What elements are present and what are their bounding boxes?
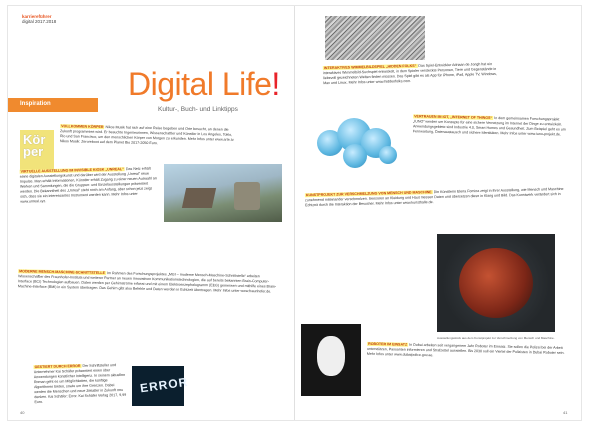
article-roboter: Roboter im Einsatz In Dubai arbeiten sei… bbox=[367, 341, 571, 361]
right-page: Interaktives Wimmelbildspiel „Hidden Fol… bbox=[295, 6, 581, 420]
article-mgi-body: Im Rahmen des Forschungsprojektes „MGI –… bbox=[17, 271, 277, 294]
article-koerper: Vollkommen Körper Nikos Musik hat sich a… bbox=[60, 124, 236, 148]
hidden-folks-image bbox=[325, 16, 425, 60]
section-bar bbox=[8, 98, 98, 112]
page-subtitle: Kultur-, Buch- und Linktipps bbox=[158, 106, 238, 113]
bubble-5 bbox=[379, 146, 397, 164]
koerper-image-text: Kör per bbox=[23, 132, 46, 159]
art-installation-caption: Ausstellungsstück aus dem Kunstprojekt z… bbox=[437, 336, 555, 340]
article-kunstprojekt: Kunstprojekt zur Verschmelzung von Mensc… bbox=[304, 186, 571, 208]
article-mgi: Moderne Mensch-Maschine-Schnittstelle Im… bbox=[18, 269, 280, 294]
page-fold bbox=[294, 6, 295, 420]
article-hidden-folks: Interaktives Wimmelbildspiel „Hidden Fol… bbox=[322, 62, 499, 86]
section-label: Inspiration bbox=[20, 101, 51, 107]
magazine-header: karriereführer digital 2017.2018 bbox=[22, 14, 56, 25]
article-iot: Vertrauen im IoT, „Internet of Things“ I… bbox=[413, 114, 571, 137]
iot-bubbles-image bbox=[315, 116, 403, 172]
error-book-image: ERROR bbox=[132, 366, 189, 406]
magazine-issue: digital 2017.2018 bbox=[22, 19, 57, 25]
art-installation-image bbox=[437, 234, 555, 332]
page-title-text: Digital Life bbox=[128, 66, 272, 102]
article-roboter-headline: Roboter im Einsatz bbox=[367, 341, 409, 347]
magazine-spread: karriereführer digital 2017.2018 Inspira… bbox=[8, 6, 581, 420]
page-number-right: 41 bbox=[563, 410, 568, 415]
robot-mask-image bbox=[301, 324, 361, 396]
article-error-body: Der Schriftsteller und Unternehmer Kai S… bbox=[33, 363, 127, 405]
page-title: Digital Life! bbox=[128, 66, 280, 103]
article-error: Gestiert durch Error Der Schriftsteller … bbox=[33, 363, 127, 405]
magazine-name: karriereführer bbox=[22, 14, 52, 19]
error-book-image-text: ERROR bbox=[139, 374, 190, 396]
left-page: karriereführer digital 2017.2018 Inspira… bbox=[8, 6, 294, 420]
koerper-image: Kör per bbox=[20, 130, 54, 170]
article-unreal: Virtuelle Ausstellung im Invisible Kiosk… bbox=[19, 166, 159, 204]
virtual-exhibition-image bbox=[164, 164, 282, 222]
page-number-left: 40 bbox=[20, 410, 25, 415]
page-title-punct: ! bbox=[271, 66, 280, 102]
article-kunstprojekt-body: Die Künstlerin Elena Fomina zeigt in ihr… bbox=[304, 186, 564, 208]
bubble-4 bbox=[343, 144, 367, 168]
